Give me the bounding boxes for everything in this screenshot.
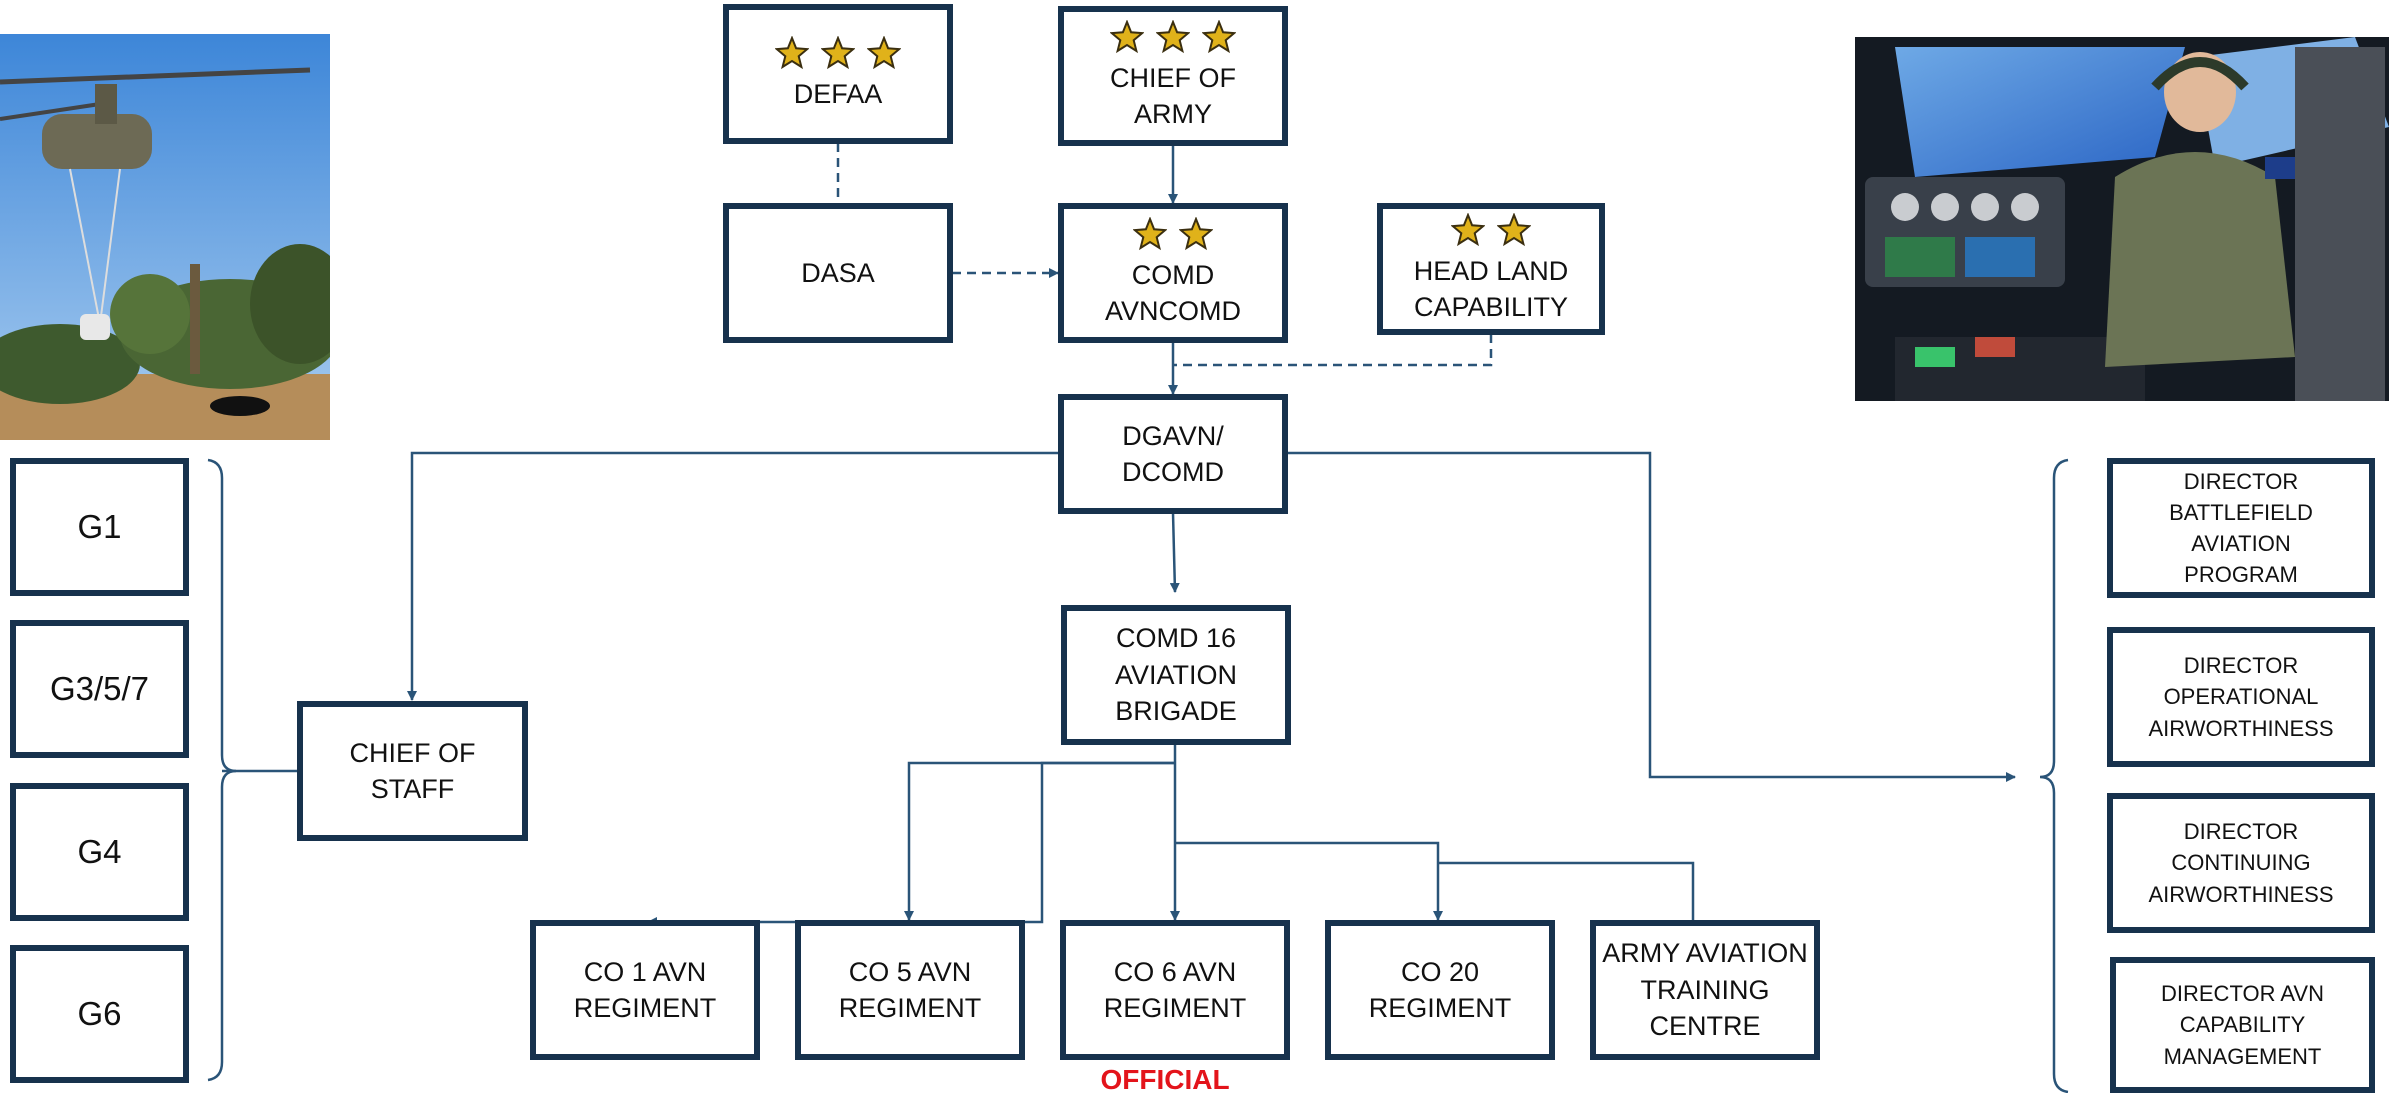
pilot-cockpit-photo bbox=[1855, 37, 2389, 401]
chief-of-staff-label: CHIEF OF STAFF bbox=[349, 737, 476, 804]
head-land-capability-box: HEAD LAND CAPABILITY bbox=[1377, 203, 1605, 335]
regiment-co20-box: CO 20 REGIMENT bbox=[1325, 920, 1555, 1060]
directors-bracket bbox=[2039, 458, 2069, 1093]
director-label: DIRECTOR BATTLEFIELD AVIATION PROGRAM bbox=[2169, 468, 2313, 588]
helicopter-icon bbox=[0, 34, 330, 440]
comd-16-aviation-brigade-box: COMD 16 AVIATION BRIGADE bbox=[1061, 605, 1291, 745]
chief-of-army-box: CHIEF OF ARMY bbox=[1058, 6, 1288, 146]
two-stars-icon bbox=[1451, 212, 1531, 247]
dgavn-dcomd-box: DGAVN/ DCOMD bbox=[1058, 394, 1288, 514]
staff-branch-label: G6 bbox=[77, 994, 122, 1032]
army-aviation-training-centre-box: ARMY AVIATION TRAINING CENTRE bbox=[1590, 920, 1820, 1060]
three-stars-icon bbox=[775, 35, 901, 70]
staff-branch-g6: G6 bbox=[10, 945, 189, 1083]
regiment-co5-box: CO 5 AVN REGIMENT bbox=[795, 920, 1025, 1060]
regiment-co1-box: CO 1 AVN REGIMENT bbox=[530, 920, 760, 1060]
line-dgavn-directors bbox=[1286, 451, 2016, 782]
star-icon bbox=[775, 35, 809, 69]
line-16bde-co1 bbox=[647, 761, 1175, 927]
star-icon bbox=[1451, 212, 1485, 246]
line-dgavn-cos bbox=[407, 451, 1058, 701]
staff-branch-g1: G1 bbox=[10, 458, 189, 596]
director-avn-capability-management-box: DIRECTOR AVN CAPABILITY MANAGEMENT bbox=[2110, 957, 2375, 1093]
helicopter-sling-load-photo bbox=[0, 34, 330, 440]
staff-branch-g357: G3/5/7 bbox=[10, 620, 189, 758]
star-icon bbox=[1497, 212, 1531, 246]
chief-of-staff-box: CHIEF OF STAFF bbox=[297, 701, 528, 841]
dasa-label: DASA bbox=[801, 257, 875, 288]
regiment-label: ARMY AVIATION TRAINING CENTRE bbox=[1602, 938, 1808, 1042]
staff-branch-label: G3/5/7 bbox=[49, 669, 150, 707]
line-16bde-co5 bbox=[904, 761, 1175, 921]
regiment-label: CO 6 AVN REGIMENT bbox=[1103, 956, 1247, 1023]
star-icon bbox=[867, 35, 901, 69]
regiment-label: CO 5 AVN REGIMENT bbox=[838, 956, 982, 1023]
comd-avncomd-label: COMD AVNCOMD bbox=[1104, 259, 1241, 326]
regiment-label: CO 1 AVN REGIMENT bbox=[573, 956, 717, 1023]
three-stars-icon bbox=[1110, 19, 1236, 54]
comd-avncomd-box: COMD AVNCOMD bbox=[1058, 203, 1288, 343]
dgavn-dcomd-label: DGAVN/ DCOMD bbox=[1122, 420, 1224, 487]
staff-branch-label: G1 bbox=[77, 507, 122, 545]
two-stars-icon bbox=[1133, 216, 1213, 251]
staff-branch-label: G4 bbox=[77, 832, 122, 870]
director-battlefield-aviation-program-box: DIRECTOR BATTLEFIELD AVIATION PROGRAM bbox=[2107, 458, 2375, 598]
director-label: DIRECTOR OPERATIONAL AIRWORTHINESS bbox=[2148, 653, 2334, 741]
star-icon bbox=[1179, 216, 1213, 250]
line-headland-dgavn bbox=[1173, 334, 1493, 367]
star-icon bbox=[1133, 216, 1167, 250]
director-continuing-airworthiness-box: DIRECTOR CONTINUING AIRWORTHINESS bbox=[2107, 793, 2375, 933]
defaa-box: DEFAA bbox=[723, 4, 953, 144]
director-label: DIRECTOR CONTINUING AIRWORTHINESS bbox=[2148, 819, 2334, 907]
regiment-label: CO 20 REGIMENT bbox=[1368, 956, 1512, 1023]
chief-of-army-label: CHIEF OF ARMY bbox=[1110, 62, 1236, 129]
star-icon bbox=[1156, 19, 1190, 53]
director-label: DIRECTOR AVN CAPABILITY MANAGEMENT bbox=[2161, 981, 2324, 1069]
line-16bde-aatc bbox=[1438, 861, 1698, 941]
dasa-box: DASA bbox=[723, 203, 953, 343]
cockpit-icon bbox=[1855, 37, 2389, 401]
defaa-label: DEFAA bbox=[793, 78, 883, 109]
regiment-co6-box: CO 6 AVN REGIMENT bbox=[1060, 920, 1290, 1060]
director-operational-airworthiness-box: DIRECTOR OPERATIONAL AIRWORTHINESS bbox=[2107, 627, 2375, 767]
line-dgavn-16bde bbox=[1169, 512, 1180, 593]
head-land-capability-label: HEAD LAND CAPABILITY bbox=[1413, 255, 1569, 322]
star-icon bbox=[1110, 19, 1144, 53]
classification-label: OFFICIAL bbox=[1100, 1064, 1230, 1095]
staff-bracket bbox=[207, 458, 237, 1082]
line-16bde-co20 bbox=[1175, 841, 1443, 921]
comd-16-aviation-brigade-label: COMD 16 AVIATION BRIGADE bbox=[1114, 623, 1237, 727]
star-icon bbox=[821, 35, 855, 69]
star-icon bbox=[1202, 19, 1236, 53]
staff-branch-g4: G4 bbox=[10, 783, 189, 921]
